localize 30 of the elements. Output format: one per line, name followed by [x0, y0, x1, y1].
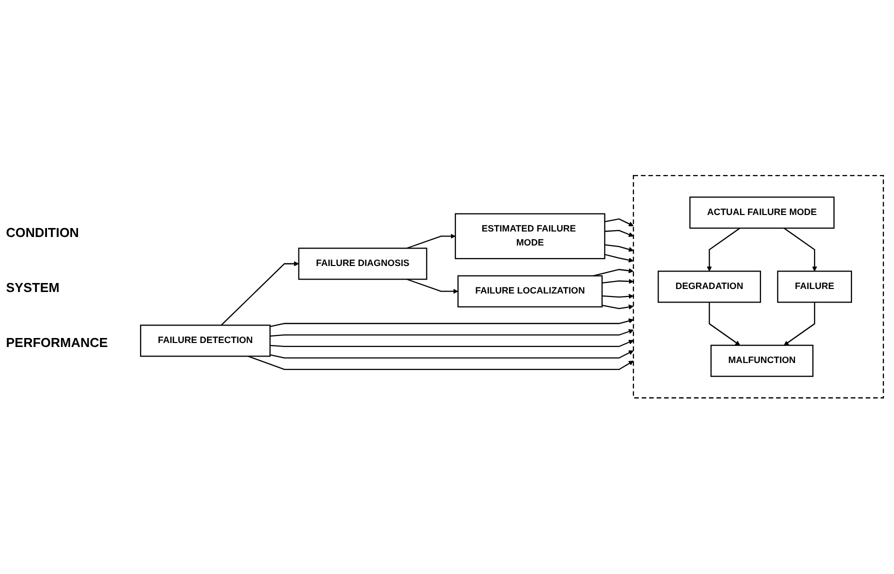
arrow: [708, 302, 740, 346]
node-box: FAILURE DETECTION: [140, 324, 271, 358]
cluster: [632, 175, 884, 399]
arrow: [784, 228, 818, 272]
arrow: [784, 302, 816, 346]
arrow: [270, 318, 634, 328]
node-box: MALFUNCTION: [710, 345, 814, 378]
node-box: DEGRADATION: [658, 270, 762, 304]
node-box: FAILURE: [777, 270, 852, 304]
side-label: PERFORMANCE: [6, 334, 109, 350]
arrow: [593, 268, 634, 277]
arrow: [270, 340, 634, 348]
arrow: [604, 244, 634, 252]
arrow: [220, 262, 299, 326]
arrow: [602, 294, 634, 300]
arrow: [604, 218, 634, 226]
node-box: FAILURE LOCALIZATION: [457, 276, 603, 308]
node-box: ESTIMATED FAILURE MODE: [454, 213, 606, 260]
arrow: [406, 234, 456, 250]
arrow: [604, 254, 634, 263]
arrow: [706, 228, 740, 272]
arrow: [604, 230, 634, 238]
arrow: [602, 279, 634, 284]
arrow: [270, 350, 634, 359]
node-box: ACTUAL FAILURE MODE: [689, 196, 835, 229]
side-label: SYSTEM: [6, 280, 60, 294]
node-box: FAILURE DIAGNOSIS: [298, 248, 428, 280]
arrow: [270, 329, 634, 337]
arrow: [602, 304, 634, 310]
side-label: CONDITION: [6, 224, 80, 240]
